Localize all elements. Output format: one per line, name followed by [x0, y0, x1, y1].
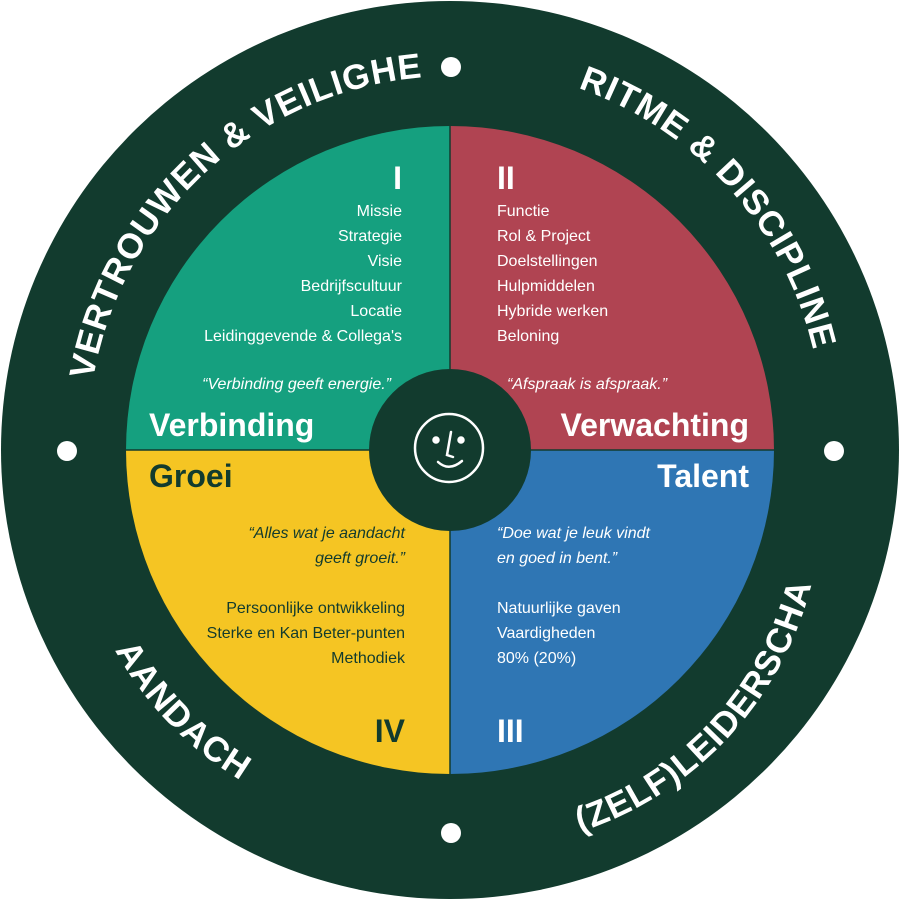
- list-item: Natuurlijke gaven: [497, 600, 621, 617]
- list-item: Functie: [497, 203, 550, 220]
- ring-dot-right: [824, 441, 844, 461]
- list-item: Bedrijfscultuur: [300, 278, 402, 295]
- list-item: Visie: [367, 253, 402, 270]
- quote-line: en goed in bent.”: [497, 550, 618, 567]
- list-item: Leidinggevende & Collega's: [204, 328, 402, 345]
- items-talent: Natuurlijke gaven Vaardigheden 80% (20%): [497, 596, 621, 671]
- list-item: Strategie: [337, 228, 402, 245]
- items-verbinding: Missie Strategie Visie Bedrijfscultuur L…: [204, 199, 402, 349]
- items-groei: Persoonlijke ontwikkeling Sterke en Kan …: [207, 596, 405, 671]
- title-groei: Groei: [149, 458, 233, 494]
- quadrant-talent-bg: [450, 450, 774, 774]
- list-item: Vaardigheden: [497, 625, 596, 642]
- quote-talent: “Doe wat je leuk vindt en goed in bent.”: [497, 521, 650, 571]
- list-item: Rol & Project: [497, 228, 591, 245]
- list-item: Hulpmiddelen: [497, 278, 595, 295]
- quote-verbinding: “Verbinding geeft energie.”: [202, 376, 391, 393]
- quadrant-verwachting-bg: [450, 126, 774, 450]
- quadrant-groei-bg: [126, 450, 450, 774]
- center-circle: [369, 369, 531, 531]
- title-talent: Talent: [657, 458, 749, 494]
- numeral-verbinding: I: [393, 160, 402, 196]
- list-item: Missie: [356, 203, 402, 220]
- numeral-groei: IV: [374, 713, 405, 749]
- quote-line: “Doe wat je leuk vindt: [497, 525, 650, 542]
- numeral-talent: III: [497, 713, 524, 749]
- ring-dot-left: [57, 441, 77, 461]
- quote-groei: “Alles wat je aandacht geeft groeit.”: [248, 521, 405, 571]
- list-item: Methodiek: [331, 650, 405, 667]
- quote-line: “Alles wat je aandacht: [248, 525, 405, 542]
- list-item: Hybride werken: [497, 303, 609, 320]
- title-verbinding: Verbinding: [149, 407, 315, 443]
- items-verwachting: Functie Rol & Project Doelstellingen Hul…: [497, 199, 608, 349]
- quote-verwachting: “Afspraak is afspraak.”: [507, 376, 668, 393]
- list-item: 80% (20%): [497, 650, 577, 667]
- list-item: Sterke en Kan Beter-punten: [206, 625, 405, 642]
- quadrant-verbinding-bg: [126, 126, 450, 450]
- smiley-face-icon: [413, 412, 485, 484]
- list-item: Doelstellingen: [497, 253, 598, 270]
- title-verwachting: Verwachting: [560, 407, 750, 443]
- list-item: Persoonlijke ontwikkeling: [226, 600, 405, 617]
- ring-dot-bottom: [441, 823, 461, 843]
- list-item: Beloning: [497, 328, 560, 345]
- ring-dot-top: [441, 57, 461, 77]
- numeral-verwachting: II: [497, 160, 515, 196]
- quote-line: geeft groeit.”: [315, 550, 405, 567]
- list-item: Locatie: [350, 303, 402, 320]
